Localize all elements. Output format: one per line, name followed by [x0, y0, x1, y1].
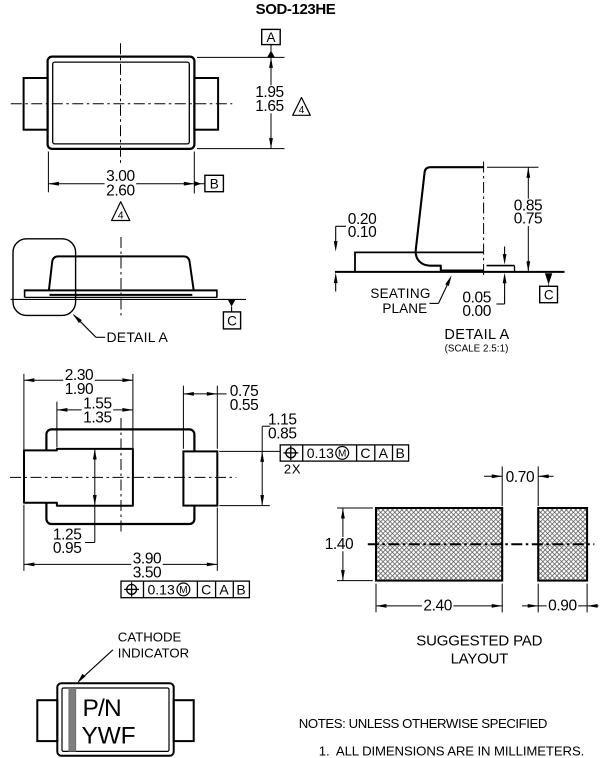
- svg-text:(SCALE 2.5:1): (SCALE 2.5:1): [445, 343, 509, 354]
- svg-text:1.95: 1.95: [255, 84, 284, 101]
- svg-text:A: A: [219, 582, 229, 598]
- svg-text:2.40: 2.40: [423, 598, 452, 615]
- svg-text:P/N: P/N: [83, 695, 121, 722]
- svg-text:2.60: 2.60: [106, 182, 135, 199]
- svg-text:CATHODE: CATHODE: [118, 629, 182, 644]
- svg-text:DETAIL A: DETAIL A: [444, 327, 509, 343]
- svg-text:SUGGESTED PAD: SUGGESTED PAD: [416, 633, 542, 650]
- svg-text:SEATING: SEATING: [370, 286, 430, 301]
- svg-text:4: 4: [118, 209, 124, 221]
- svg-text:3.50: 3.50: [133, 565, 162, 582]
- svg-text:B: B: [396, 445, 405, 461]
- svg-text:C: C: [360, 445, 370, 461]
- svg-text:2.30: 2.30: [65, 367, 94, 384]
- svg-text:1.35: 1.35: [83, 410, 112, 427]
- svg-text:YWF: YWF: [82, 723, 136, 750]
- svg-text:DETAIL A: DETAIL A: [107, 329, 169, 345]
- svg-text:0.85: 0.85: [514, 198, 543, 215]
- svg-text:0.13: 0.13: [148, 582, 175, 598]
- svg-text:B: B: [236, 582, 245, 598]
- svg-text:1.15: 1.15: [268, 411, 297, 428]
- svg-text:C: C: [227, 313, 237, 328]
- svg-text:0.95: 0.95: [53, 540, 82, 557]
- svg-text:NOTES: UNLESS OTHERWISE SPECIF: NOTES: UNLESS OTHERWISE SPECIFIED: [299, 716, 547, 731]
- svg-text:0.70: 0.70: [506, 469, 535, 486]
- svg-text:1.25: 1.25: [53, 526, 82, 543]
- svg-text:1.65: 1.65: [255, 98, 284, 115]
- svg-text:3.90: 3.90: [133, 550, 162, 567]
- svg-text:0.13: 0.13: [307, 445, 334, 461]
- svg-text:0.05: 0.05: [462, 289, 491, 306]
- svg-text:1.90: 1.90: [65, 381, 94, 398]
- svg-text:INDICATOR: INDICATOR: [118, 645, 189, 660]
- svg-text:C: C: [544, 288, 554, 303]
- svg-text:1. ALL DIMENSIONS ARE IN MILL: 1. ALL DIMENSIONS ARE IN MILLIMETERS.: [319, 744, 584, 758]
- svg-text:3.00: 3.00: [106, 168, 135, 185]
- svg-text:C: C: [201, 582, 211, 598]
- svg-text:M: M: [179, 585, 187, 596]
- svg-text:0.90: 0.90: [548, 598, 577, 615]
- svg-text:0.20: 0.20: [348, 211, 377, 228]
- svg-text:0.85: 0.85: [268, 426, 297, 443]
- svg-text:SOD-123HE: SOD-123HE: [256, 1, 336, 18]
- svg-text:0.75: 0.75: [514, 211, 543, 228]
- svg-text:4: 4: [299, 105, 305, 116]
- svg-text:LAYOUT: LAYOUT: [451, 651, 508, 668]
- svg-text:B: B: [210, 177, 219, 192]
- svg-text:M: M: [338, 449, 346, 460]
- svg-text:2X: 2X: [284, 462, 302, 477]
- svg-text:A: A: [379, 445, 389, 461]
- svg-text:A: A: [266, 30, 275, 45]
- svg-text:1.55: 1.55: [83, 396, 112, 413]
- svg-text:1.40: 1.40: [325, 536, 354, 553]
- svg-text:0.75: 0.75: [230, 383, 259, 400]
- svg-text:PLANE: PLANE: [382, 301, 427, 316]
- svg-text:0.55: 0.55: [230, 397, 259, 414]
- svg-text:0.10: 0.10: [348, 224, 377, 241]
- svg-text:0.00: 0.00: [462, 303, 491, 320]
